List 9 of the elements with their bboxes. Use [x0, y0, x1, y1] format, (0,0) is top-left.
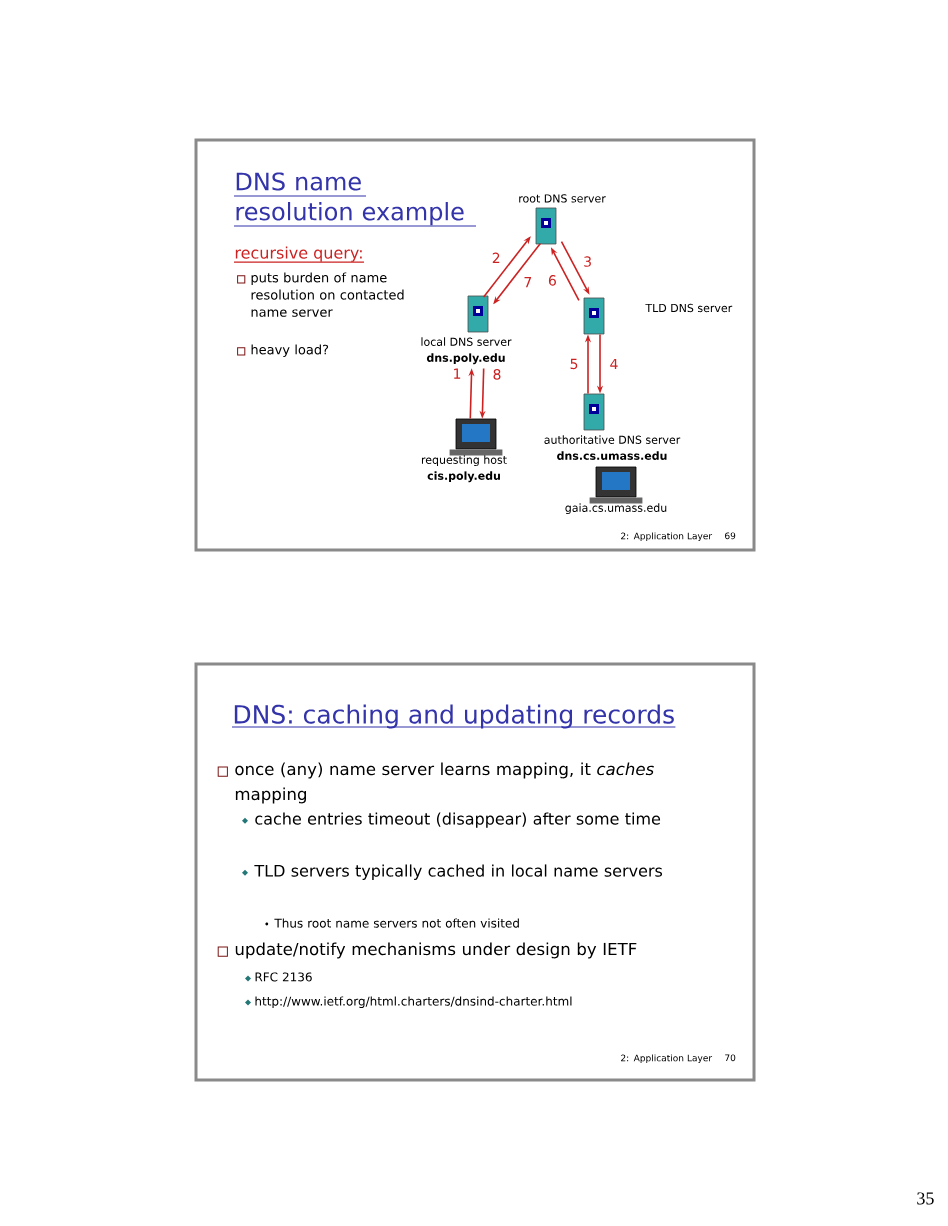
- bullet-text: once (any) name server learns mapping, it caches mapping: [235, 762, 654, 804]
- page-number: 35: [917, 1192, 934, 1205]
- slide-title: DNS: caching and updating records: [234, 704, 674, 729]
- bullet-text: update/notify mechanisms under design by IETF: [235, 942, 637, 959]
- arrow: [482, 236, 531, 298]
- bullet-text: TLD servers typically cached in local name servers: [254, 864, 663, 880]
- slide-title: DNS name resolution example: [236, 172, 464, 226]
- bullet-text: cache entries timeout (disappear) after some time: [255, 812, 661, 828]
- subheading: recursive query:: [235, 246, 362, 262]
